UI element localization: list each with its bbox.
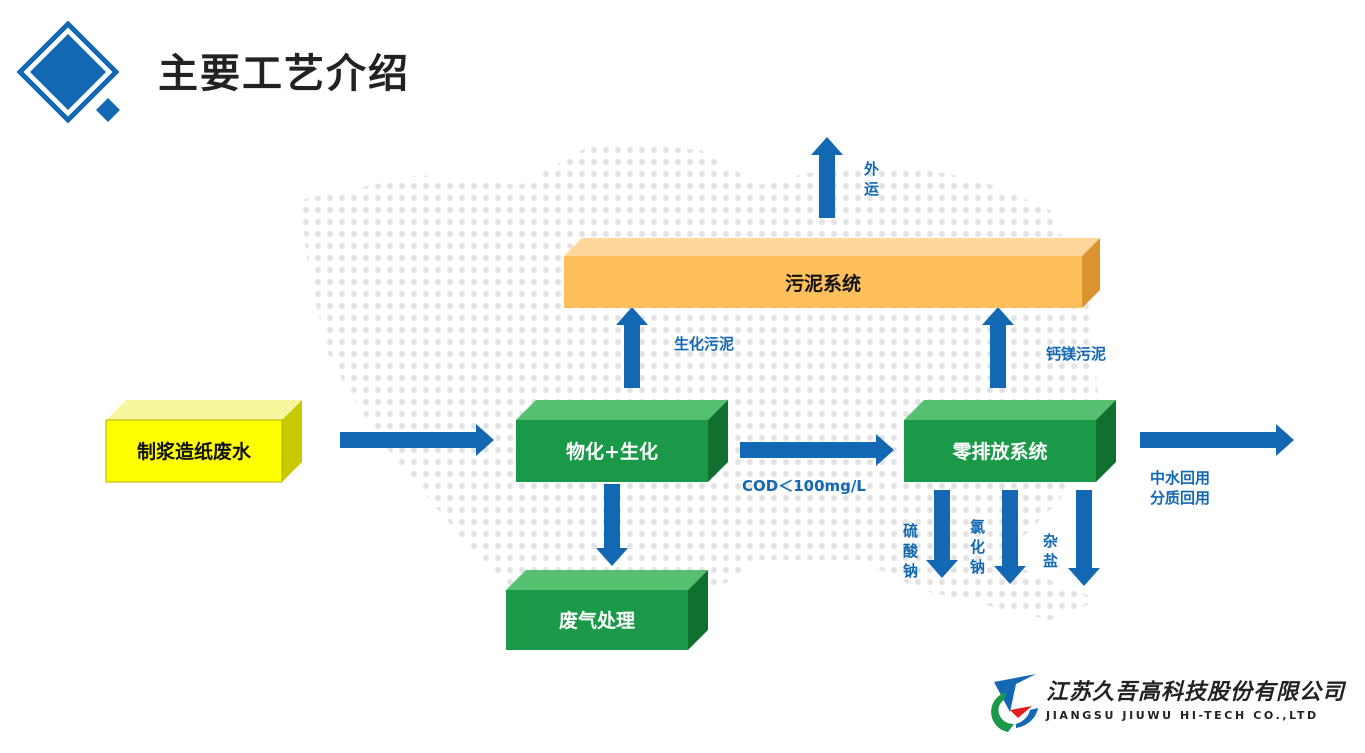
- wastewater-box: 制浆造纸废水: [105, 400, 302, 483]
- sodium-sulfate-label-3: 钠: [903, 562, 918, 580]
- sodium-sulfate-label-2: 酸: [903, 542, 919, 560]
- page-title: 主要工艺介绍: [158, 51, 410, 97]
- export-label-1: 外: [863, 160, 879, 178]
- sodium-chloride-label-2: 化: [970, 538, 985, 556]
- sodium-sulfate-label-1: 硫: [903, 522, 918, 540]
- sludge-system-box: 污泥系统: [564, 238, 1100, 308]
- company-name-en: JIANGSU JIUWU HI-TECH CO.,LTD: [1046, 709, 1319, 722]
- company-name-cn: 江苏久吾高科技股份有限公司: [1046, 679, 1346, 705]
- export-label-2: 运: [864, 180, 879, 198]
- arrow-right-3: [1140, 424, 1294, 456]
- arrow-up-export: [811, 137, 843, 218]
- arrow-right-1: [340, 424, 494, 456]
- reuse-label-2: 分质回用: [1150, 489, 1210, 507]
- zero-discharge-label: 零排放系统: [951, 440, 1047, 463]
- cod-label: COD＜100mg/L: [742, 477, 866, 495]
- company-logo-icon: [991, 674, 1038, 732]
- wastewater-label: 制浆造纸废水: [137, 440, 252, 463]
- ca-mg-sludge-label: 钙镁污泥: [1046, 345, 1106, 363]
- arrow-down-sodium-sulfate: [926, 490, 958, 578]
- bio-sludge-label: 生化污泥: [674, 335, 734, 353]
- waste-gas-label: 废气处理: [559, 609, 635, 632]
- mixed-salt-label-2: 盐: [1043, 552, 1058, 570]
- arrow-right-2: [740, 434, 894, 466]
- mixed-salt-label-1: 杂: [1043, 532, 1058, 550]
- arrow-up-camg-sludge: [982, 307, 1014, 388]
- arrow-down-sodium-chloride: [994, 490, 1026, 584]
- arrow-down-mixed-salt: [1068, 490, 1100, 586]
- sludge-system-label: 污泥系统: [785, 272, 861, 295]
- flow-arrows: [340, 137, 1294, 586]
- zero-discharge-box: 零排放系统: [904, 400, 1116, 482]
- waste-gas-box: 废气处理: [506, 570, 708, 650]
- reuse-label-1: 中水回用: [1150, 469, 1210, 487]
- diamond-logo-icon: [16, 20, 120, 124]
- physchem-bio-box: 物化+生化: [516, 400, 728, 482]
- sodium-chloride-label-3: 钠: [970, 558, 985, 576]
- arrow-up-bio-sludge: [616, 307, 648, 388]
- physchem-bio-label: 物化+生化: [566, 440, 658, 463]
- arrow-down-waste-gas: [596, 484, 628, 566]
- sodium-chloride-label-1: 氯: [970, 518, 985, 536]
- flow-labels: 外 运 生化污泥 钙镁污泥 COD＜100mg/L 中水回用 分质回用 硫 酸 …: [674, 160, 1210, 580]
